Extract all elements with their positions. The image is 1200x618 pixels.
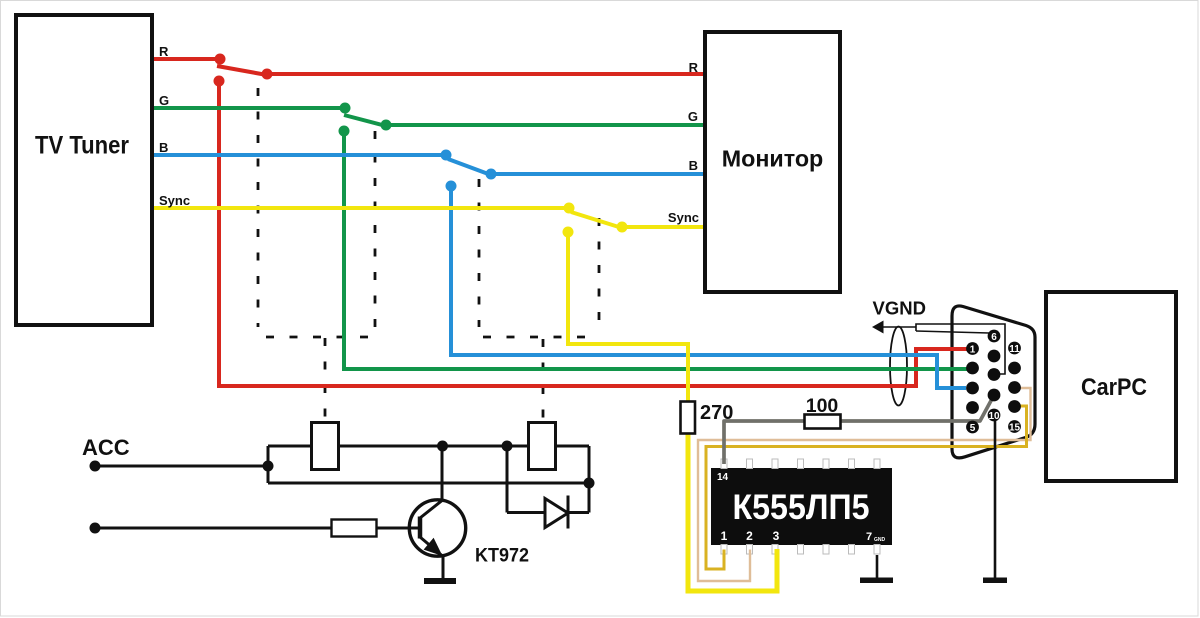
svg-text:KT972: KT972: [475, 545, 529, 567]
svg-text:100: 100: [806, 395, 839, 417]
svg-text:Sync: Sync: [668, 210, 699, 225]
svg-text:15: 15: [1009, 423, 1021, 434]
svg-text:Sync: Sync: [159, 193, 190, 208]
svg-text:2: 2: [746, 529, 753, 543]
svg-text:6: 6: [991, 332, 997, 343]
svg-text:R: R: [159, 44, 169, 59]
svg-text:B: B: [159, 140, 168, 155]
svg-text:R: R: [689, 60, 699, 75]
svg-text:5: 5: [970, 423, 976, 434]
svg-text:1: 1: [970, 345, 976, 356]
svg-text:270: 270: [700, 402, 733, 424]
svg-text:3: 3: [773, 529, 780, 543]
svg-text:11: 11: [1009, 344, 1020, 355]
svg-text:1: 1: [721, 529, 728, 543]
svg-text:TV Tuner: TV Tuner: [35, 132, 129, 160]
svg-text:G: G: [159, 93, 169, 108]
svg-text:10: 10: [988, 411, 1000, 422]
svg-text:G: G: [688, 109, 698, 124]
svg-text:К555ЛП5: К555ЛП5: [733, 487, 870, 527]
svg-text:GND: GND: [874, 537, 886, 543]
svg-text:CarPC: CarPC: [1081, 374, 1147, 401]
svg-text:ACC: ACC: [82, 435, 130, 460]
svg-text:Монитор: Монитор: [722, 146, 824, 172]
svg-text:B: B: [689, 158, 698, 173]
svg-text:14: 14: [717, 472, 729, 483]
svg-text:7: 7: [866, 531, 872, 543]
svg-text:VGND: VGND: [873, 298, 926, 319]
